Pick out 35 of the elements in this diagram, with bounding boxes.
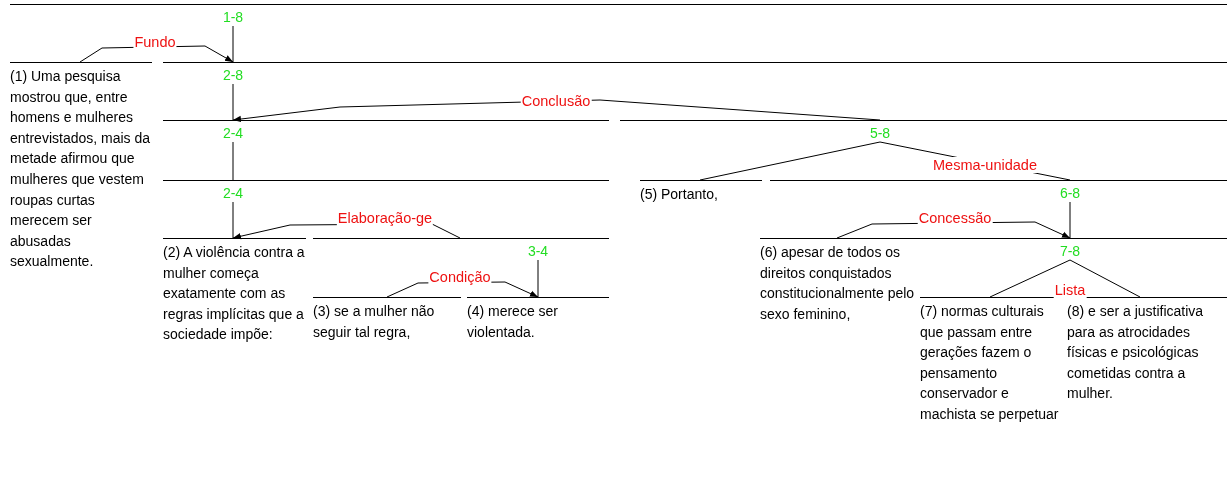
connector-line bbox=[989, 259, 1071, 298]
segment-text: (7) normas culturais que passam entre gerações fazem o pensamento conservador e machista se perpetuar bbox=[920, 302, 1060, 424]
span-label: 6-8 bbox=[1059, 185, 1081, 201]
segment-text: (5) Portanto, bbox=[640, 185, 719, 204]
connector-line bbox=[232, 201, 234, 239]
span-label: 1-8 bbox=[222, 9, 244, 25]
connector-line bbox=[1069, 259, 1141, 298]
segment-text: (3) se a mulher não seguir tal regra, bbox=[313, 302, 436, 342]
segment-text: (4) merece ser violentada. bbox=[467, 302, 560, 342]
span-label: 3-4 bbox=[527, 243, 549, 259]
connector-line bbox=[232, 141, 234, 181]
span-label: 5-8 bbox=[869, 125, 891, 141]
segment-text: (2) A violência contra a mulher começa exatamente com as regras implícitas que a sociedade impõe: bbox=[163, 243, 306, 345]
relation-label: Concessão bbox=[917, 210, 993, 226]
relation-label: Mesma-unidade bbox=[932, 157, 1038, 173]
span-label: 2-4 bbox=[222, 185, 244, 201]
segment-text: (6) apesar de todos os direitos conquistados constitucionalmente pelo sexo feminino, bbox=[760, 243, 916, 324]
connector-line bbox=[537, 259, 539, 298]
span-label: 2-4 bbox=[222, 125, 244, 141]
connector-line bbox=[232, 25, 234, 63]
segment-bar bbox=[640, 180, 762, 205]
span-label: 2-8 bbox=[222, 67, 244, 83]
segment-bar bbox=[313, 297, 461, 343]
connector-line bbox=[1069, 201, 1071, 239]
relation-label: Lista bbox=[1053, 282, 1087, 298]
relation-arrow bbox=[232, 99, 881, 123]
span-label: 7-8 bbox=[1059, 243, 1081, 259]
connector-line bbox=[232, 83, 234, 121]
relation-label: Condição bbox=[428, 269, 492, 285]
connector-line bbox=[699, 141, 881, 181]
relation-label: Fundo bbox=[133, 34, 177, 50]
relation-label: Conclusão bbox=[520, 93, 592, 109]
relation-label: Elaboração-ge bbox=[336, 210, 434, 226]
segment-text: (1) Uma pesquisa mostrou que, entre homens e mulheres entrevistados, mais da metade afirmou que mulheres que vestem roupas curtas merecem ser abusadas sexualmente. bbox=[10, 67, 152, 272]
segment-text: (8) e ser a justificativa para as atrocidades físicas e psicológicas cometidas contra a mulher. bbox=[1067, 302, 1205, 404]
